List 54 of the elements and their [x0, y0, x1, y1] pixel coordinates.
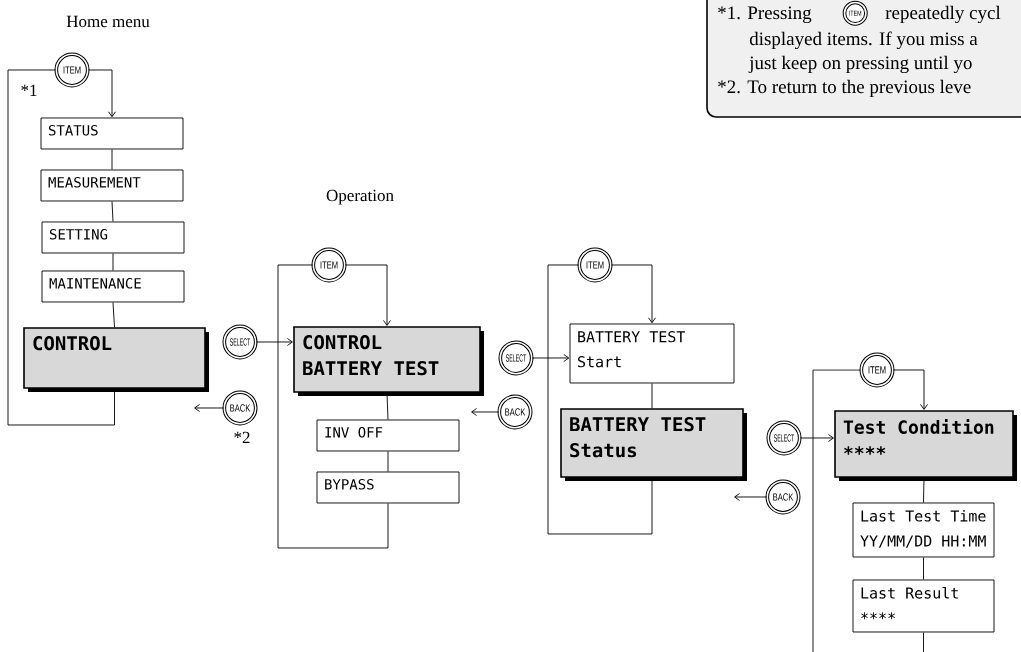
- connector-line: [112, 302, 115, 328]
- menu-box: STATUS: [40, 117, 184, 150]
- round-button: ITEM: [54, 52, 90, 88]
- arrow: [531, 354, 570, 362]
- menu-box: Last Test Time YY/MM/DD HH:MM: [852, 502, 995, 558]
- menu-box: MEASUREMENT: [40, 169, 184, 202]
- note-text: *1. Pressing: [718, 6, 812, 24]
- menu-box: INV OFF: [316, 419, 460, 452]
- arrow: [610, 264, 656, 324]
- connector-line: [277, 264, 389, 549]
- note-text: repeatedly cycl: [885, 5, 1001, 24]
- note-text: *2. To return to the previous leve: [718, 79, 971, 98]
- caption-text: Operation: [326, 189, 394, 205]
- connector-line: [111, 201, 114, 222]
- connector-line: [387, 451, 389, 472]
- round-button: SELECT: [498, 340, 534, 376]
- round-button: BACK: [497, 394, 533, 430]
- display-box: CONTROL: [23, 327, 209, 392]
- round-button: ITEM: [311, 247, 347, 283]
- round-button: SELECT: [766, 420, 802, 456]
- menu-box: SETTING: [41, 221, 185, 254]
- menu-box: BATTERY TEST Start: [569, 323, 735, 384]
- caption-text: *1: [21, 84, 37, 96]
- arrow: [194, 404, 225, 412]
- display-box: BATTERY TEST Status: [560, 408, 747, 481]
- footnote-mark: *2: [234, 431, 250, 443]
- arrow: [892, 369, 928, 410]
- note-text: displayed items. If you miss a: [749, 31, 978, 50]
- caption-text: Home menu: [66, 15, 150, 28]
- round-button: SELECT: [222, 324, 258, 360]
- round-button: BACK: [765, 479, 801, 515]
- round-button: ITEM: [859, 352, 895, 388]
- menu-box: Last Result ****: [852, 579, 995, 633]
- round-button: BACK: [222, 390, 258, 426]
- arrow: [471, 408, 500, 416]
- note-text: just keep on pressing until yo: [748, 55, 972, 74]
- connector-line: [923, 557, 924, 580]
- connector-line: [812, 369, 862, 652]
- round-button: ITEM: [577, 247, 613, 283]
- menu-box: MAINTENANCE: [41, 270, 185, 303]
- display-box: CONTROL BATTERY TEST: [293, 326, 484, 396]
- arrow: [87, 69, 116, 118]
- arrow: [255, 338, 293, 346]
- connector-line: [651, 383, 653, 409]
- connector-line: [112, 253, 114, 271]
- arrow: [344, 264, 391, 326]
- connector-line: [111, 149, 113, 170]
- arrow: [799, 434, 834, 442]
- connector-line: [923, 632, 924, 652]
- connector-line: [547, 264, 653, 535]
- menu-box: BYPASS: [316, 471, 460, 504]
- display-box: Test Condition ****: [834, 410, 1017, 481]
- arrow: [734, 493, 768, 501]
- connector-line: [7, 69, 115, 426]
